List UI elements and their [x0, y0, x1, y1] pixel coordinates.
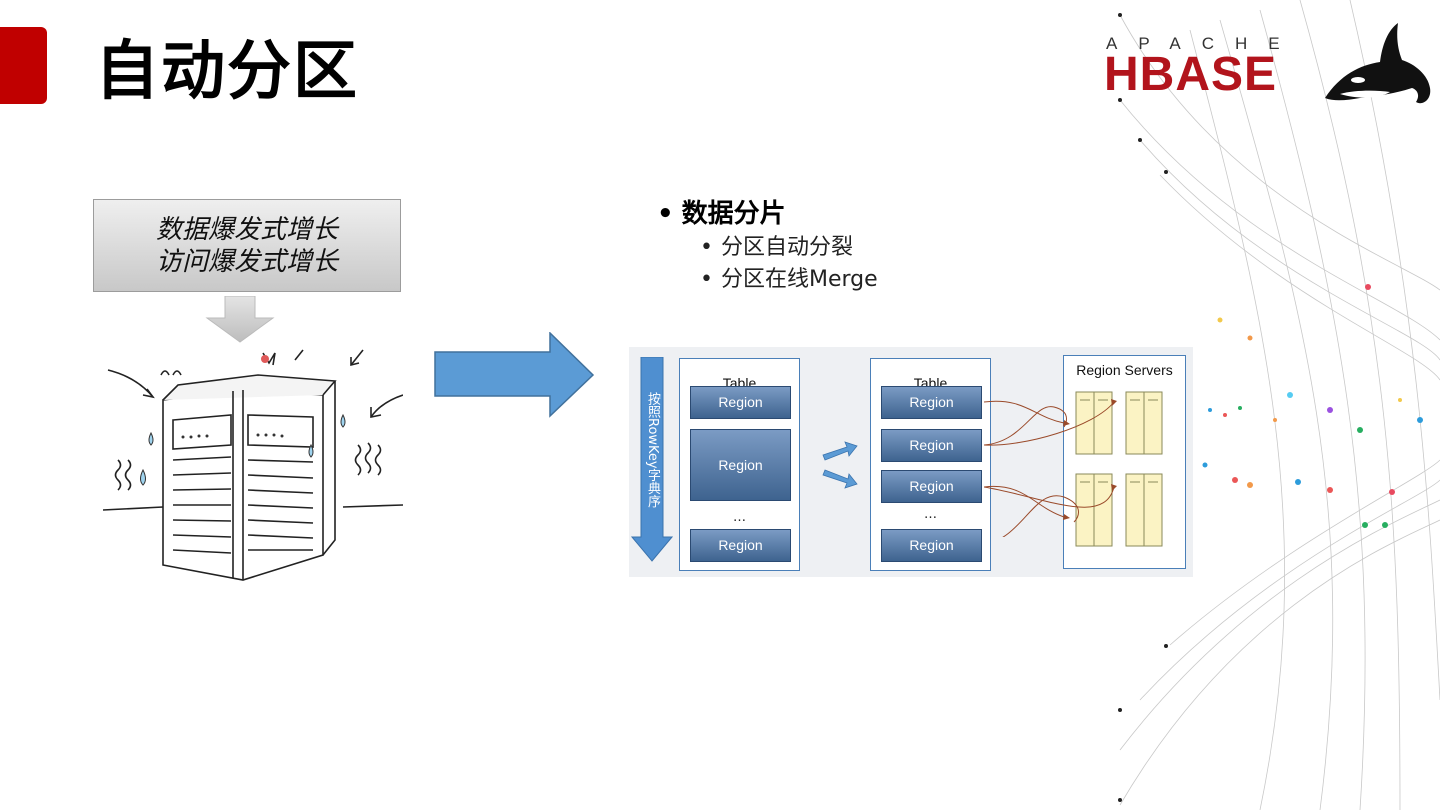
region-block: Region: [881, 529, 982, 562]
region-servers-title: Region Servers: [1076, 362, 1173, 378]
table-before-split: Table Region Region … Region: [679, 358, 800, 571]
ellipsis: …: [733, 510, 746, 525]
page-title: 自动分区: [95, 35, 359, 109]
sub-bullet-text: 分区自动分裂: [720, 235, 853, 260]
decorative-network-lines: [1118, 0, 1440, 810]
server-icons: [1075, 391, 1163, 547]
bullet-list: •数据分片 •分区自动分裂 •分区在线Merge: [657, 196, 878, 296]
region-block: Region: [881, 470, 982, 503]
sub-bullet-auto-split: •分区自动分裂: [700, 235, 853, 260]
overloaded-server-illustration: [103, 349, 403, 581]
region-block: Region: [690, 386, 791, 419]
right-arrow-icon: [434, 332, 595, 418]
logo-apache-text: APACHE: [1106, 34, 1301, 53]
title-accent-bar: [0, 27, 47, 104]
rowkey-order-arrow: [630, 357, 673, 562]
region-block: Region: [690, 529, 791, 562]
bullet-data-sharding: •数据分片: [657, 199, 786, 229]
region-block-large: Region: [690, 429, 791, 501]
logo-hbase-text: HBASE: [1104, 48, 1278, 101]
down-arrow-icon: [205, 296, 275, 343]
growth-line-access: 访问爆发式增长: [155, 247, 338, 277]
apache-hbase-logo: APACHE HBASE: [1100, 20, 1440, 115]
region-split-diagram: 按照RowKey字典序 Table Region Region … Region…: [629, 347, 1193, 577]
growth-line-data: 数据爆发式增长: [155, 215, 338, 245]
region-block: Region: [881, 386, 982, 419]
sub-bullet-text: 分区在线Merge: [720, 267, 878, 292]
rowkey-order-label: 按照RowKey字典序: [645, 392, 660, 508]
growth-callout-box: 数据爆发式增长 访问爆发式增长: [93, 199, 401, 292]
region-servers-box: Region Servers: [1063, 355, 1186, 569]
split-arrows-icon: [822, 441, 858, 489]
ellipsis: …: [924, 507, 937, 522]
assignment-arrows: [984, 399, 1117, 537]
bullet-main-text: 数据分片: [681, 199, 786, 229]
sub-bullet-online-merge: •分区在线Merge: [700, 267, 878, 292]
region-block: Region: [881, 429, 982, 462]
table-after-split: Table Region Region Region … Region: [870, 358, 991, 571]
orca-icon: [1325, 23, 1431, 104]
